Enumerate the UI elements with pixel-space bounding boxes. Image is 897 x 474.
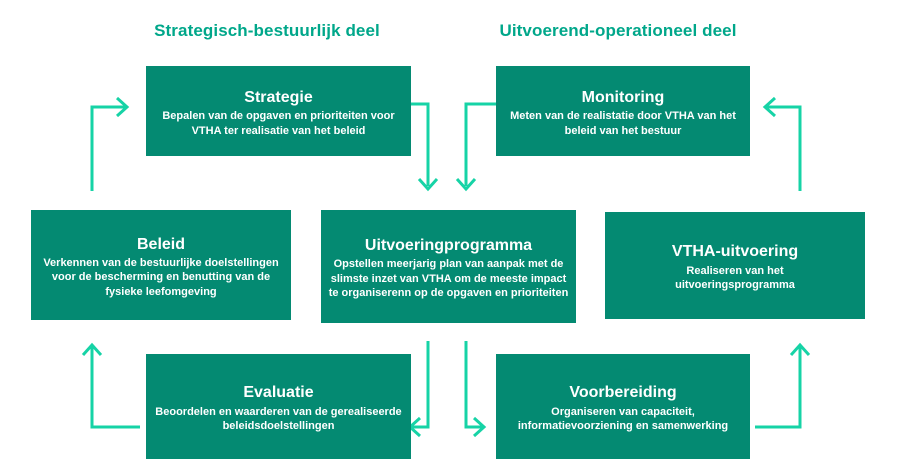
box-evaluatie-body: Beoordelen en waarderen van de gerealise… bbox=[155, 405, 402, 433]
arrow-monitoring-to-uitvoeringprogramma bbox=[455, 102, 496, 192]
arrow-evaluatie-to-beleid bbox=[81, 342, 140, 429]
box-monitoring: Monitoring Meten van de realistatie door… bbox=[496, 66, 750, 156]
arrow-vtha-to-monitoring bbox=[762, 96, 802, 191]
box-voorbereiding-title: Voorbereiding bbox=[569, 384, 677, 402]
box-vtha-uitvoering: VTHA-uitvoering Realiseren van het uitvo… bbox=[605, 212, 865, 319]
box-evaluatie: Evaluatie Beoordelen en waarderen van de… bbox=[146, 354, 411, 459]
box-strategie-body: Bepalen van de opgaven en prioriteiten v… bbox=[162, 110, 395, 137]
arrow-beleid-to-strategie bbox=[90, 96, 130, 191]
box-voorbereiding-body: Organiseren van capaciteit, informatievo… bbox=[517, 405, 729, 433]
box-vtha-uitvoering-body: Realiseren van het uitvoeringsprogramma bbox=[675, 264, 795, 292]
box-beleid-title: Beleid bbox=[136, 235, 185, 253]
arrow-voorbereiding-to-vtha bbox=[755, 342, 811, 429]
box-uitvoeringprogramma-title: Uitvoeringprogramma bbox=[364, 237, 533, 255]
arrow-uitvoeringprogramma-to-evaluatie bbox=[407, 341, 430, 438]
box-monitoring-title: Monitoring bbox=[581, 88, 665, 106]
section-header-strategic: Strategisch-bestuurlijk deel bbox=[154, 21, 380, 40]
box-voorbereiding: Voorbereiding Organiseren van capaciteit… bbox=[496, 354, 750, 459]
box-vtha-uitvoering-title: VTHA-uitvoering bbox=[671, 243, 799, 261]
box-evaluatie-title: Evaluatie bbox=[243, 384, 314, 402]
box-beleid-body: Verkennen van de bestuurlijke doelstelli… bbox=[43, 256, 279, 298]
box-monitoring-body: Meten van de realistatie door VTHA van h… bbox=[510, 110, 736, 137]
arrow-strategie-to-uitvoeringprogramma bbox=[411, 102, 439, 192]
box-strategie-title: Strategie bbox=[244, 88, 313, 106]
box-beleid: Beleid Verkennen van de bestuurlijke doe… bbox=[31, 210, 291, 320]
box-uitvoeringprogramma-body: Opstellen meerjarig plan van aanpak met … bbox=[328, 258, 569, 300]
arrow-uitvoeringprogramma-to-voorbereiding bbox=[464, 341, 487, 438]
section-header-operational: Uitvoerend-operationeel deel bbox=[499, 21, 737, 40]
box-uitvoeringprogramma: Uitvoeringprogramma Opstellen meerjarig … bbox=[321, 210, 576, 323]
box-strategie: Strategie Bepalen van de opgaven en prio… bbox=[146, 66, 411, 156]
